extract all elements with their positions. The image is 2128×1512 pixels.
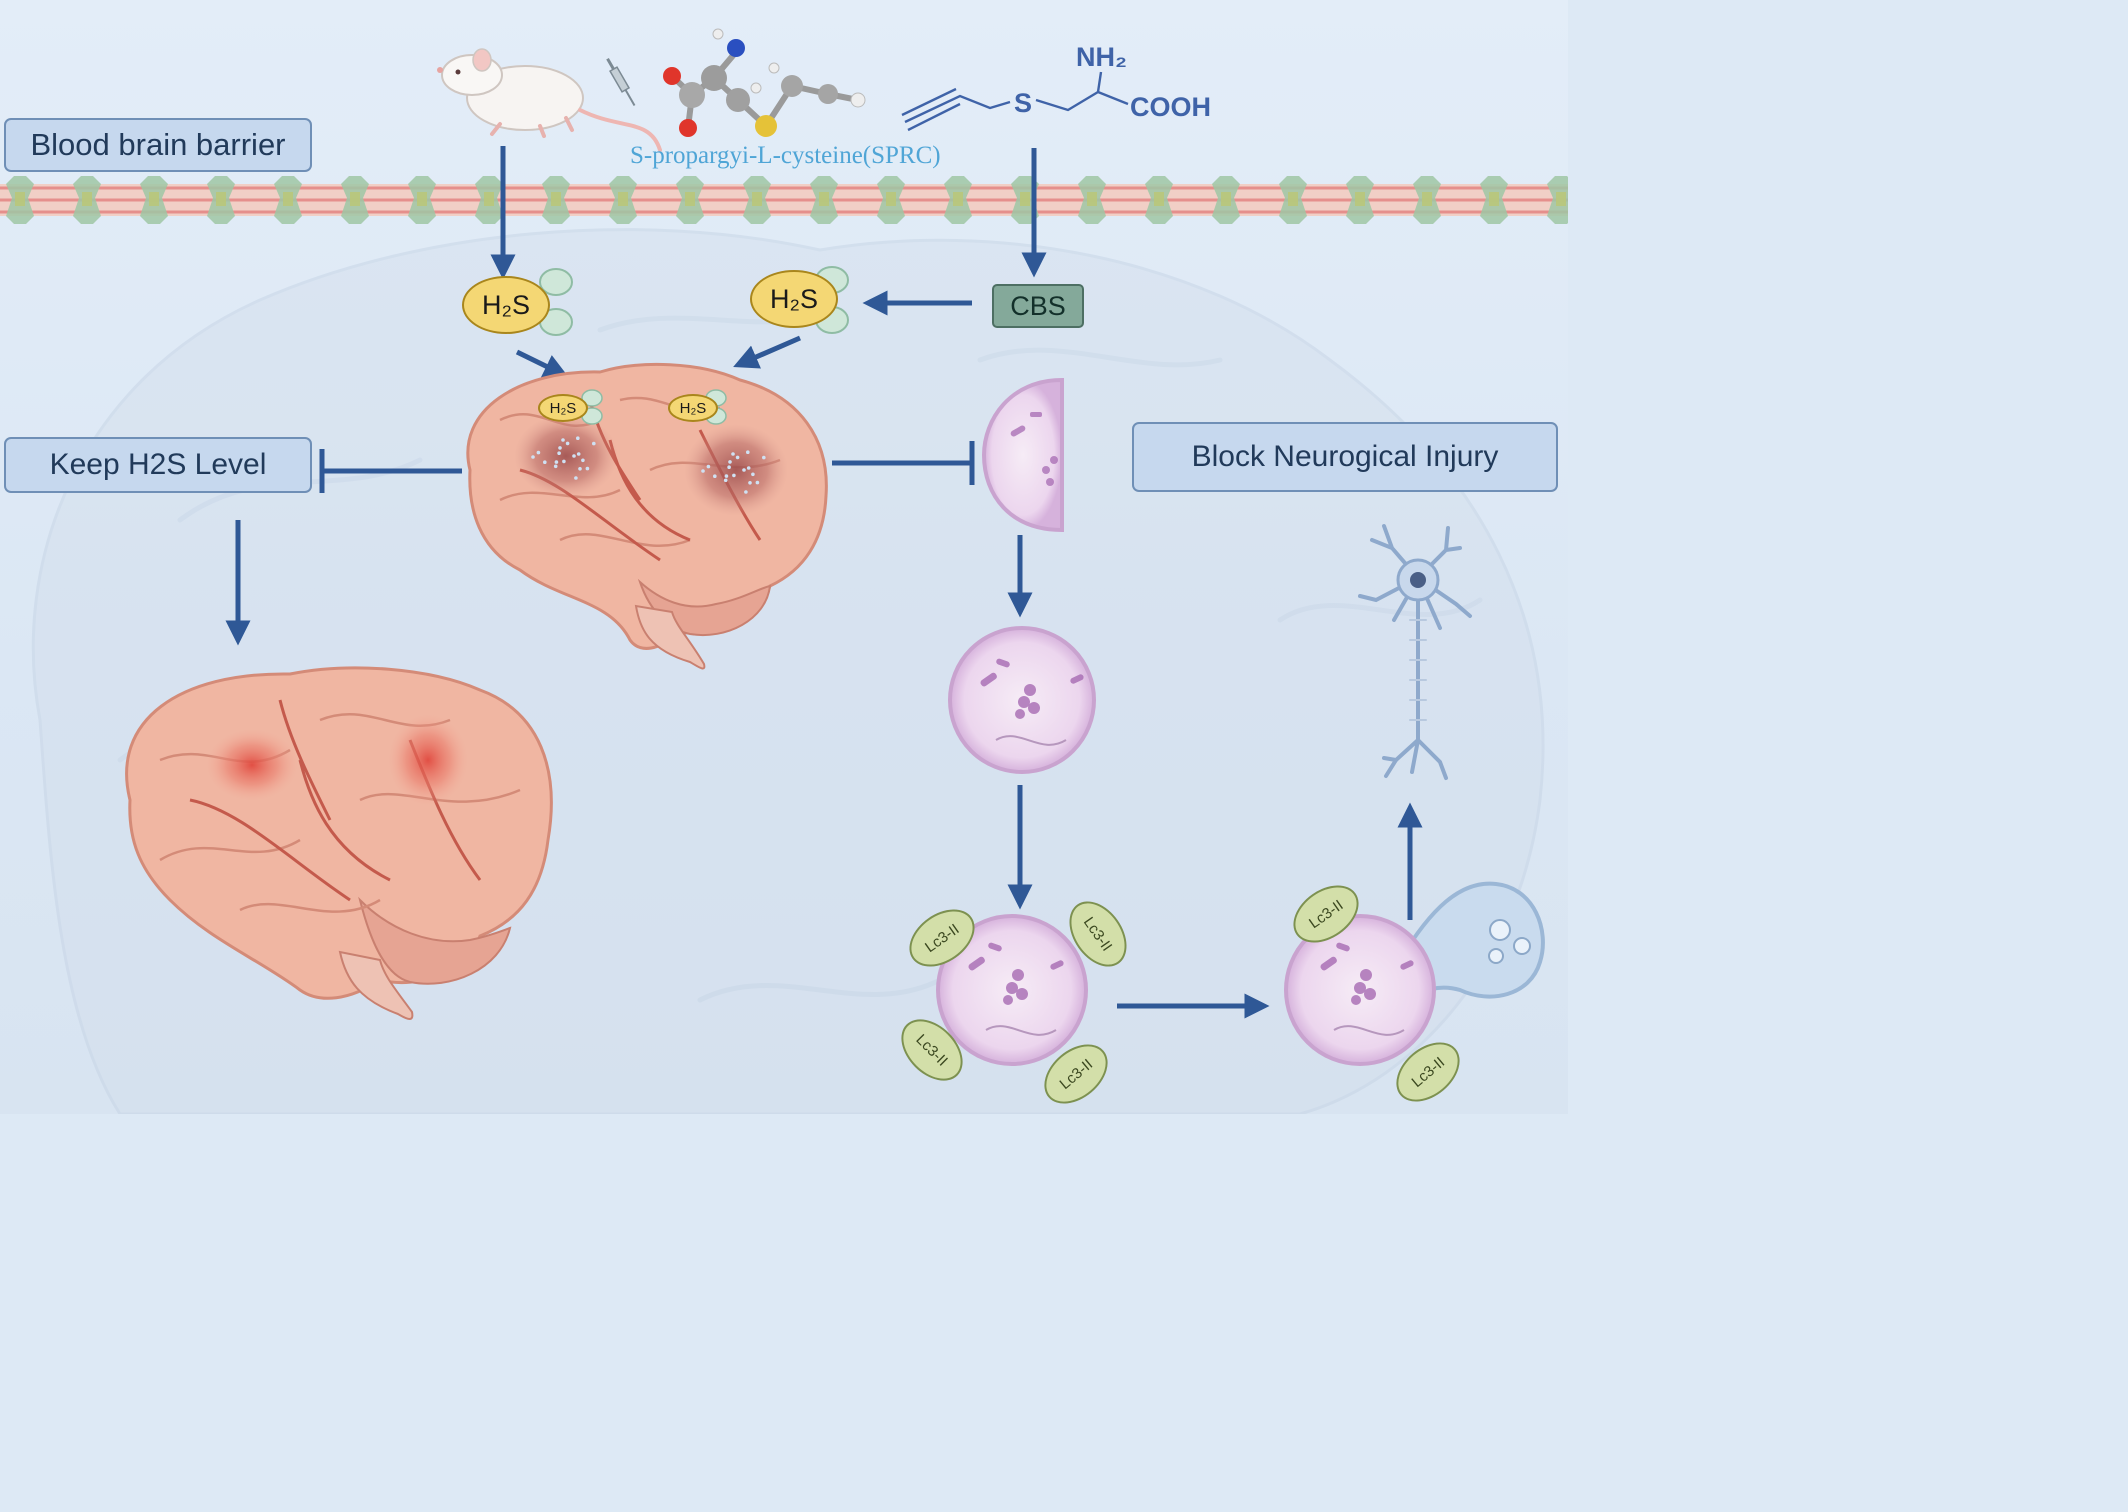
flow-arrows xyxy=(225,146,1423,1019)
lesion-speckle xyxy=(755,480,760,485)
membrane-channel-core xyxy=(15,192,25,206)
autophagosome-cell xyxy=(936,914,1088,1066)
membrane-channel-core xyxy=(1288,192,1298,206)
h2s-in-brain-right: H₂S xyxy=(668,394,718,422)
membrane-channel-core xyxy=(350,192,360,206)
lesion-speckle xyxy=(701,469,705,473)
lesion-speckle xyxy=(572,454,576,458)
lesion-speckle xyxy=(557,451,561,456)
lesion-speckle xyxy=(561,438,565,442)
membrane-channel-core xyxy=(551,192,561,206)
lesion-speckle xyxy=(727,465,731,470)
autolysosome-cell xyxy=(1284,881,1545,1066)
membrane-channel-core xyxy=(1154,192,1164,206)
lesion-speckle xyxy=(554,460,559,464)
block-neurological-injury-label: Block Neurogical Injury xyxy=(1132,422,1558,492)
blood-brain-barrier-label: Blood brain barrier xyxy=(4,118,312,172)
lesion-speckle xyxy=(531,455,535,459)
membrane-channel-core xyxy=(82,192,92,206)
lesion-speckle xyxy=(744,490,748,494)
lesion-speckle xyxy=(578,467,582,471)
cbs-enzyme-box: CBS xyxy=(992,284,1084,328)
lesion-speckle xyxy=(562,459,566,464)
lesion-speckle xyxy=(543,460,547,465)
lesion-speckle xyxy=(762,455,766,460)
membrane-channel-core xyxy=(149,192,159,206)
lesion-speckle xyxy=(728,460,732,464)
lesion-speckle xyxy=(558,446,562,450)
lesion-speckle xyxy=(576,436,580,441)
cell-stage-2 xyxy=(948,626,1096,774)
lesion-speckle xyxy=(706,464,711,469)
sprc-ball-and-stick-model xyxy=(663,28,866,137)
formula-cooh: COOH xyxy=(1130,92,1211,122)
lesion-speckle xyxy=(731,452,735,456)
membrane-channel-core xyxy=(484,192,494,206)
membrane-channel-core xyxy=(618,192,628,206)
formula-nh2: NH₂ xyxy=(1076,42,1127,72)
h2s-in-brain-left: H₂S xyxy=(538,394,588,422)
membrane-channel-core xyxy=(1556,192,1566,206)
membrane-channel-core xyxy=(216,192,226,206)
keep-h2s-level-label: Keep H2S Level xyxy=(4,437,312,493)
membrane-channel-core xyxy=(1020,192,1030,206)
membrane-channel-core xyxy=(1422,192,1432,206)
lesion-speckle xyxy=(746,466,751,470)
diagram-canvas: Blood brain barrier Keep H2S Level Block… xyxy=(0,0,1568,1114)
membrane-channel-core xyxy=(685,192,695,206)
lesion-speckle xyxy=(576,452,581,456)
lesion-speckle xyxy=(751,472,755,477)
lesion-speckle xyxy=(723,478,728,483)
membrane-channel-core xyxy=(819,192,829,206)
membrane-channel-core xyxy=(417,192,427,206)
arrow-h2s-to-brain-right xyxy=(733,335,801,369)
lesion-speckle xyxy=(735,455,740,460)
lesion-speckle xyxy=(565,441,570,446)
h2s-molecule-right: H₂S xyxy=(750,270,838,328)
membrane-channel-core xyxy=(1355,192,1365,206)
membrane-channel-core xyxy=(1087,192,1097,206)
lesion-speckle xyxy=(713,474,717,479)
arrow-h2s-to-brain-left xyxy=(515,349,569,378)
neuron-illustration xyxy=(1358,524,1472,780)
formula-s: S xyxy=(1014,88,1033,118)
membrane-channel-core xyxy=(283,192,293,206)
sprc-structural-formula xyxy=(901,71,1129,132)
lesion-speckle xyxy=(724,474,729,478)
membrane-channel-core xyxy=(1221,192,1231,206)
blood-brain-barrier-membrane xyxy=(0,176,1568,224)
membrane-channel-core xyxy=(752,192,762,206)
lesion-speckle xyxy=(592,441,596,446)
lesion-speckle xyxy=(536,450,541,455)
lesion-speckle xyxy=(748,481,752,485)
cell-stage-1 xyxy=(981,377,1064,533)
membrane-channel-core xyxy=(1489,192,1499,206)
lesion-speckle xyxy=(585,466,590,471)
membrane-channel-core xyxy=(953,192,963,206)
h2s-molecule-left: H₂S xyxy=(462,276,550,334)
lesion-speckle xyxy=(746,450,750,455)
lesion-speckle xyxy=(581,458,585,463)
lesion-speckle xyxy=(553,464,558,469)
recovered-brain xyxy=(125,666,553,1020)
lesion-speckle xyxy=(574,476,578,480)
membrane-channel-core xyxy=(886,192,896,206)
rat-illustration xyxy=(437,48,662,152)
lesion-speckle xyxy=(732,473,736,478)
injured-brain xyxy=(466,362,828,670)
sprc-name-label: S-propargyi-L-cysteine(SPRC) xyxy=(630,142,941,169)
lesion-speckle xyxy=(742,468,746,472)
